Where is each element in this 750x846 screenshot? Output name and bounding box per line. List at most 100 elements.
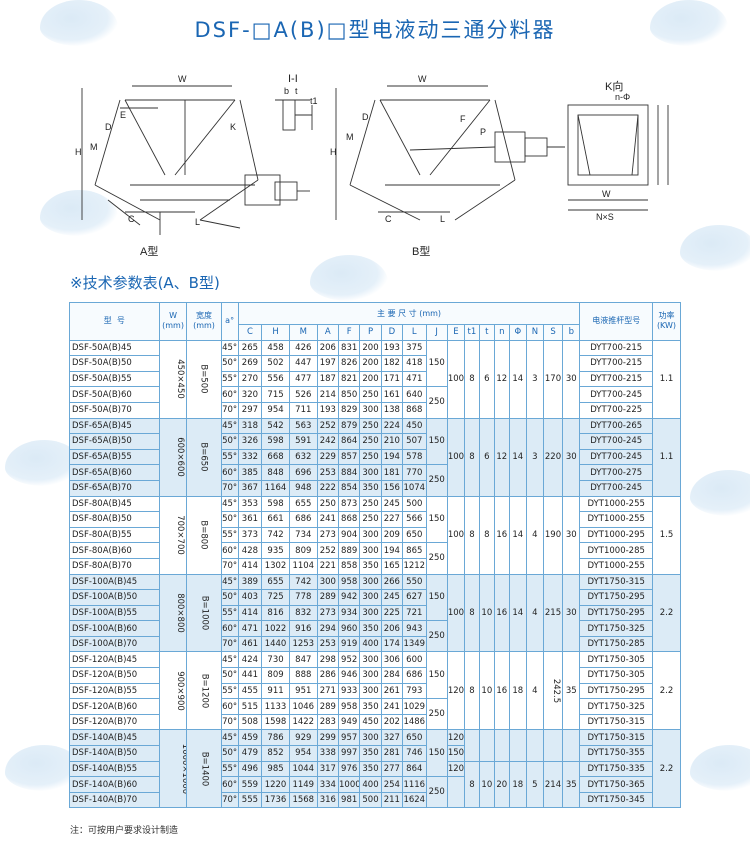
cell-f: 884: [337, 464, 361, 481]
cell-model: DSF-65A(B)45: [69, 417, 160, 435]
cell-c: 461: [237, 635, 263, 653]
cell-width: B=1400: [199, 751, 210, 787]
cell-l: 507: [402, 433, 427, 450]
cell-w: 900×900: [174, 671, 185, 711]
cell-h: 742: [261, 526, 290, 544]
cell-d: 202: [380, 713, 404, 731]
cell-s: [542, 729, 564, 762]
cell-m: 929: [288, 729, 318, 747]
cell-c: 515: [237, 698, 263, 715]
cell-s: 220: [542, 417, 564, 497]
cell-d: 241: [380, 698, 404, 715]
cell-l: 1074: [402, 479, 427, 497]
cell-w: 1000×1000: [158, 729, 188, 809]
dim-h-a: H: [75, 147, 82, 157]
cell-e: 100: [446, 573, 465, 653]
cell-a: 289: [316, 589, 340, 606]
cell-d: 224: [380, 417, 404, 435]
cell-push-rod: DYT700-215: [579, 355, 654, 372]
cell-p: 350: [359, 698, 382, 715]
cell-width: B=1200: [199, 673, 210, 709]
cell-b: 30: [562, 417, 581, 497]
cell-c: 269: [237, 355, 263, 372]
cell-d: 165: [380, 557, 404, 575]
dim-m-a: M: [90, 142, 98, 152]
cell-s: 214: [542, 760, 564, 809]
cell-n: 12: [493, 417, 510, 497]
cell-angle: 70°: [220, 791, 239, 809]
cell-nn: 5: [525, 760, 544, 809]
k-view-label: K向: [605, 79, 623, 93]
cell-j: 150: [425, 417, 448, 466]
cell-c: 441: [237, 667, 263, 684]
cell-h: 725: [261, 589, 290, 606]
cell-j: 150: [425, 339, 448, 388]
cell-model: DSF-100A(B)45: [69, 573, 160, 591]
technical-drawing: W H M D E C K L W H M D F P C L b t t1 n…: [75, 73, 669, 258]
cell-width: B=1400: [186, 729, 222, 809]
cell-p: 250: [359, 448, 382, 466]
cell-f: 821: [337, 370, 361, 388]
cell-m: 916: [288, 620, 318, 637]
cell-d: 225: [380, 604, 404, 622]
header-width: 宽度 (mm): [186, 302, 222, 341]
cell-w: 800×800: [174, 593, 185, 633]
cell-a: 273: [316, 604, 340, 622]
cell-p: 300: [359, 651, 382, 669]
type-a-drawing: [81, 85, 310, 235]
cell-b: 30: [562, 573, 581, 653]
cell-p: 200: [359, 339, 382, 357]
cell-angle: 50°: [220, 355, 239, 372]
cell-c: 555: [237, 791, 263, 809]
cell-h: 715: [261, 386, 290, 403]
cell-nn: 4: [525, 495, 544, 575]
cell-push-rod: DYT1750-315: [579, 713, 654, 731]
cell-h: 954: [261, 401, 290, 419]
cell-f: 960: [337, 620, 361, 637]
cell-d: 327: [380, 729, 404, 747]
cell-d: 138: [380, 401, 404, 419]
cell-a: 193: [316, 401, 340, 419]
cell-d: 182: [380, 355, 404, 372]
cell-d: 284: [380, 667, 404, 684]
cell-angle: 45°: [220, 417, 239, 435]
cell-n: 16: [493, 651, 510, 731]
cell-d: 266: [380, 573, 404, 591]
cell-m: 447: [288, 355, 318, 372]
cell-l: 721: [402, 604, 427, 622]
header-model: 型 号: [69, 302, 160, 341]
cell-p: 350: [359, 620, 382, 637]
footnote: 注：可按用户要求设计制造: [70, 826, 179, 836]
cell-l: 640: [402, 386, 427, 403]
cell-p: 450: [359, 713, 382, 731]
cell-t: 6: [478, 417, 495, 497]
cell-m: 809: [288, 542, 318, 559]
cell-l: 550: [402, 573, 427, 591]
cell-p: 300: [359, 604, 382, 622]
cell-nn: 4: [525, 651, 544, 731]
dim-m-b: M: [346, 132, 354, 142]
cell-push-rod: DYT700-215: [579, 339, 654, 357]
cell-h: 809: [261, 667, 290, 684]
header-dim-col: P: [359, 324, 382, 341]
cell-c: 389: [237, 573, 263, 591]
cell-p: 300: [359, 573, 382, 591]
cell-angle: 55°: [220, 370, 239, 388]
cell-h: 816: [261, 604, 290, 622]
cell-push-rod: DYT700-225: [579, 401, 654, 419]
cell-f: 919: [337, 635, 361, 653]
cell-c: 265: [237, 339, 263, 357]
cell-f: 942: [337, 589, 361, 606]
cell-f: 958: [337, 573, 361, 591]
cell-t1: 8: [463, 339, 480, 419]
cell-f: 904: [337, 526, 361, 544]
cell-phi: [508, 729, 527, 762]
cell-m: 426: [288, 339, 318, 357]
cell-phi: 14: [508, 573, 527, 653]
